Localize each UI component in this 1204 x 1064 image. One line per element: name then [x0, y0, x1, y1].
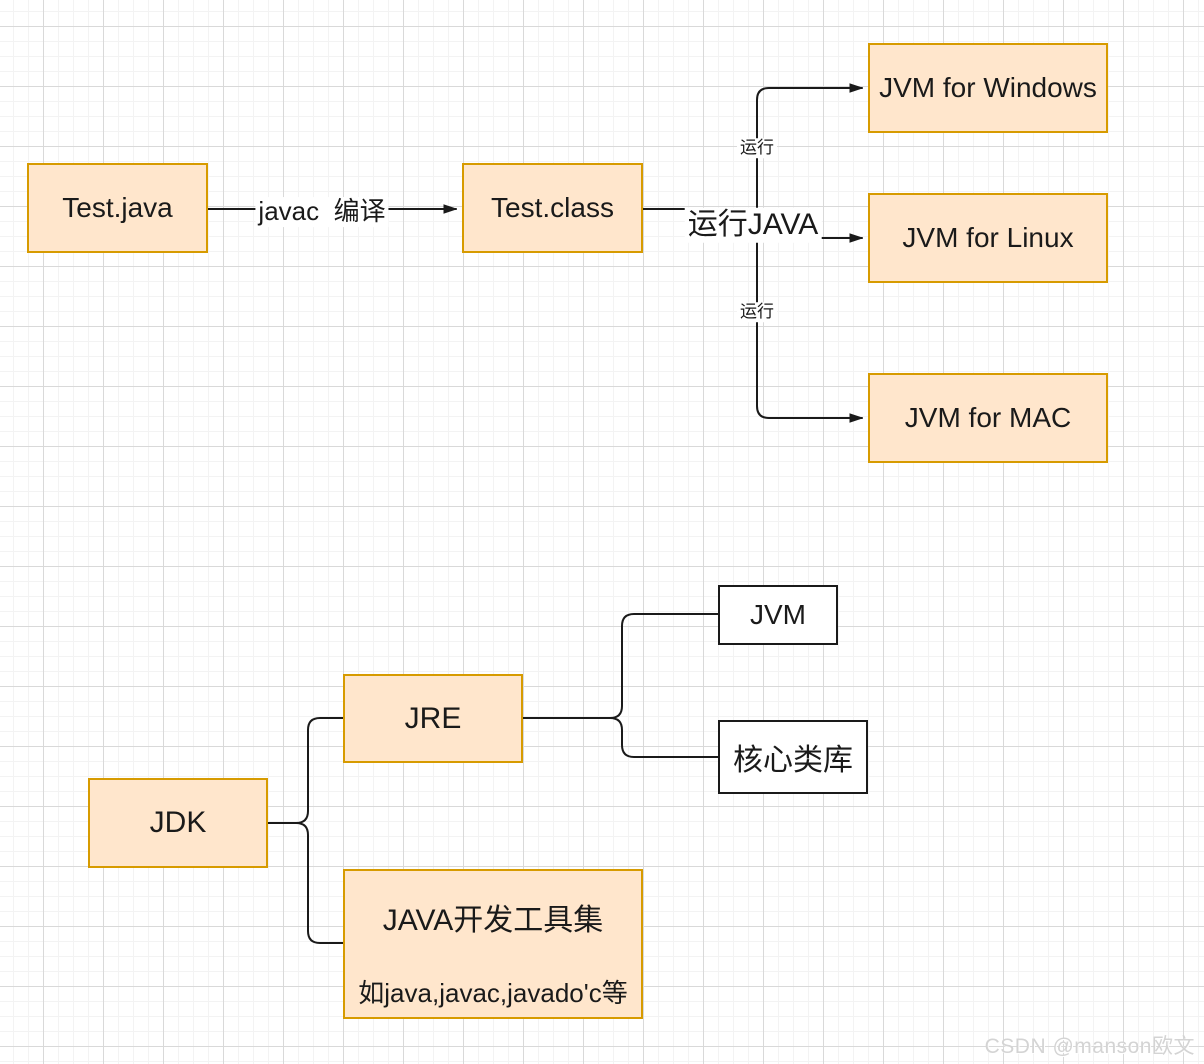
- node-jvm-windows: JVM for Windows: [868, 43, 1108, 133]
- node-java-toolset-title: JAVA开发工具集: [382, 904, 604, 937]
- node-jre: JRE: [343, 674, 523, 763]
- node-test-java-label: Test.java: [62, 192, 173, 223]
- node-jvm: JVM: [718, 585, 838, 645]
- edge-label-run-top: 运行: [737, 138, 777, 158]
- node-jre-label: JRE: [404, 701, 462, 735]
- edge-jdk-jre: [295, 717, 344, 824]
- node-jvm-linux-label: JVM for Linux: [902, 222, 1074, 253]
- node-jvm-label: JVM: [750, 599, 806, 630]
- edge-label-javac-compile: javac 编译: [255, 196, 389, 227]
- node-jdk-label: JDK: [149, 806, 207, 839]
- node-test-class-label: Test.class: [491, 192, 614, 223]
- edge-jre-jvm: [609, 613, 719, 719]
- node-jvm-mac: JVM for MAC: [868, 373, 1108, 463]
- edge-run-mac: [756, 225, 863, 418]
- csdn-watermark: CSDN @manson欧文: [984, 1035, 1195, 1058]
- edge-jdk-toolset: [295, 822, 344, 944]
- node-jvm-linux: JVM for Linux: [868, 193, 1108, 283]
- node-jvm-windows-label: JVM for Windows: [879, 72, 1097, 103]
- node-java-toolset-subtitle: 如java,javac,javado'c等: [358, 978, 628, 1008]
- node-core-lib-label: 核心类库: [733, 744, 853, 777]
- edge-jre-corelib: [609, 717, 719, 758]
- node-test-class: Test.class: [462, 163, 643, 253]
- edge-label-run-bottom: 运行: [737, 302, 777, 322]
- node-jdk: JDK: [88, 778, 268, 868]
- node-java-toolset: JAVA开发工具集 如java,javac,javado'c等: [343, 869, 643, 1019]
- node-core-lib: 核心类库: [718, 720, 868, 794]
- node-jvm-mac-label: JVM for MAC: [904, 402, 1072, 433]
- node-test-java: Test.java: [27, 163, 208, 253]
- edge-label-run-java: 运行JAVA: [684, 207, 822, 243]
